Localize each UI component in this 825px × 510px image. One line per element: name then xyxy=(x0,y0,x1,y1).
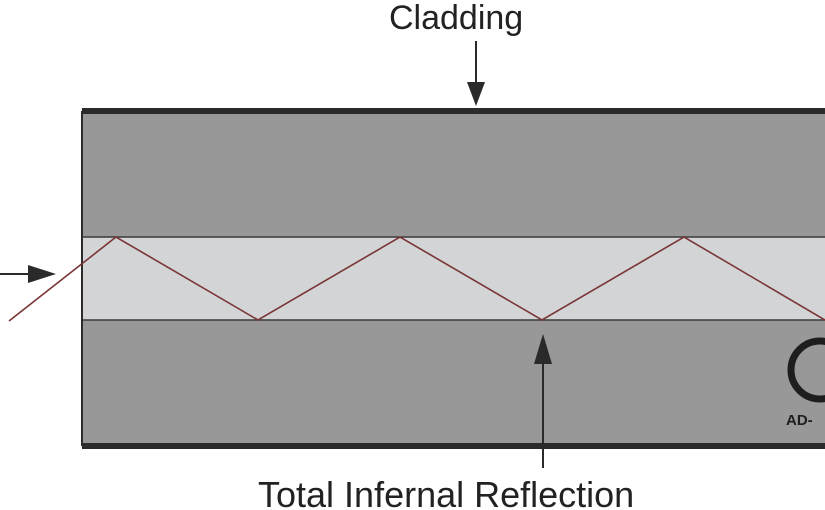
total-internal-reflection-label: Total Infernal Reflection xyxy=(258,474,635,510)
fiber-top-edge xyxy=(82,108,825,114)
input-arrow-head xyxy=(28,265,56,283)
cladding-arrow-head xyxy=(467,82,485,106)
logo-watermark: AD- xyxy=(786,337,825,429)
lower-cladding xyxy=(82,320,825,446)
cladding-label: Cladding xyxy=(389,0,524,37)
light-ray xyxy=(8,236,825,322)
fiber-core xyxy=(82,237,825,320)
logo-text: AD- xyxy=(786,412,813,429)
upper-cladding xyxy=(82,111,825,237)
fiber-bottom-edge xyxy=(82,443,825,449)
reflection-arrow-head xyxy=(534,334,552,364)
logo-ring xyxy=(787,337,825,403)
